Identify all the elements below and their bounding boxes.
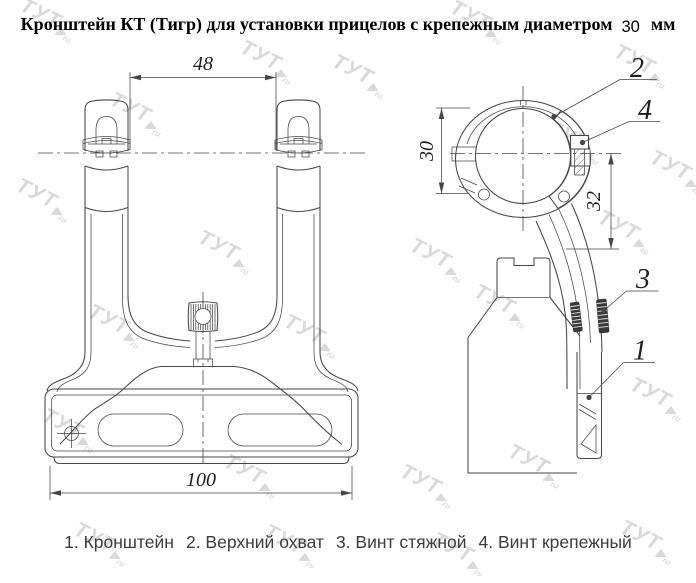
legend-item-4: 4. Винт крепежный [478, 532, 632, 552]
center-thumbscrew [187, 301, 219, 368]
ring-clamp [450, 86, 622, 235]
bracket-body [467, 257, 581, 474]
legend-item-1: 1. Кронштейн [64, 532, 174, 552]
dimension-48-label: 48 [193, 53, 213, 75]
callout-2-label: 2 [630, 53, 644, 84]
dimension-100: 100 [49, 466, 353, 500]
callout-1-label: 1 [633, 336, 647, 367]
dimension-32-label: 32 [583, 191, 605, 212]
callout-2: 2 [551, 53, 657, 120]
clamp-arm [535, 203, 603, 460]
legend-item-3: 3. Винт стяжной [335, 532, 467, 552]
dimension-48: 48 [129, 53, 277, 150]
dimension-32: 32 [566, 153, 619, 250]
callout-3-label: 3 [635, 264, 650, 295]
base-plate [44, 365, 359, 465]
front-view: 48 100 [38, 53, 368, 500]
clamping-screw-left [569, 301, 583, 333]
callout-4-label: 4 [638, 95, 652, 126]
legend: 1. Кронштейн 2. Верхний охват 3. Винт стяж… [0, 532, 696, 553]
callout-1: 1 [586, 336, 655, 401]
title-diameter: 30 [621, 18, 640, 36]
callout-3: 3 [601, 264, 659, 314]
page-title: Кронштейн КТ (Тигр) для установки прицел… [0, 14, 696, 36]
clamping-screw-right [596, 298, 610, 334]
title-text: Кронштейн КТ (Тигр) для установки прицел… [20, 14, 613, 34]
dimension-30-label: 30 [416, 141, 438, 162]
side-view: 30 32 2 4 3 [416, 53, 660, 474]
dimension-100-label: 100 [186, 469, 216, 491]
title-unit: мм [650, 14, 676, 34]
callout-4: 4 [579, 95, 660, 146]
dimension-30: 30 [416, 107, 470, 194]
legend-item-2: 2. Верхний охват [185, 532, 324, 552]
